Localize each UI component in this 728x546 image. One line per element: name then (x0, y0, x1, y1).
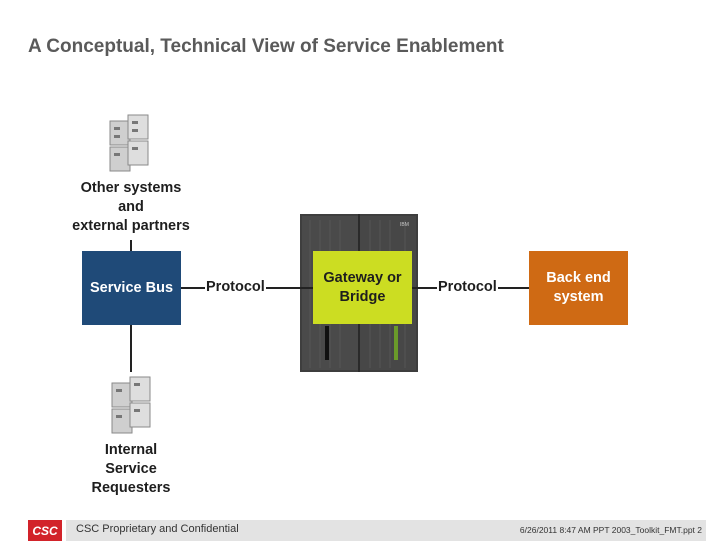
backend-system-box: Back end system (529, 251, 628, 325)
csc-logo: CSC (28, 520, 62, 541)
server-stack-icon-top (109, 114, 149, 172)
server-badge: IBM (400, 222, 409, 228)
server-stack-icon-bottom (111, 376, 151, 434)
footer-bar (66, 520, 706, 541)
slide-title: A Conceptual, Technical View of Service … (28, 36, 504, 57)
service-bus-box: Service Bus (82, 251, 181, 325)
gateway-bridge-box: Gateway or Bridge (313, 251, 412, 324)
footer-file-info: 6/26/2011 8:47 AM PPT 2003_Toolkit_FMT.p… (519, 525, 702, 535)
footer-confidential-text: CSC Proprietary and Confidential (76, 523, 239, 535)
requesters-label: Internal Service Requesters (91, 442, 171, 496)
protocol-left-label: Protocol (205, 279, 266, 295)
protocol-right-label: Protocol (437, 279, 498, 295)
other-systems-label: Other systems and external partners (72, 180, 190, 234)
